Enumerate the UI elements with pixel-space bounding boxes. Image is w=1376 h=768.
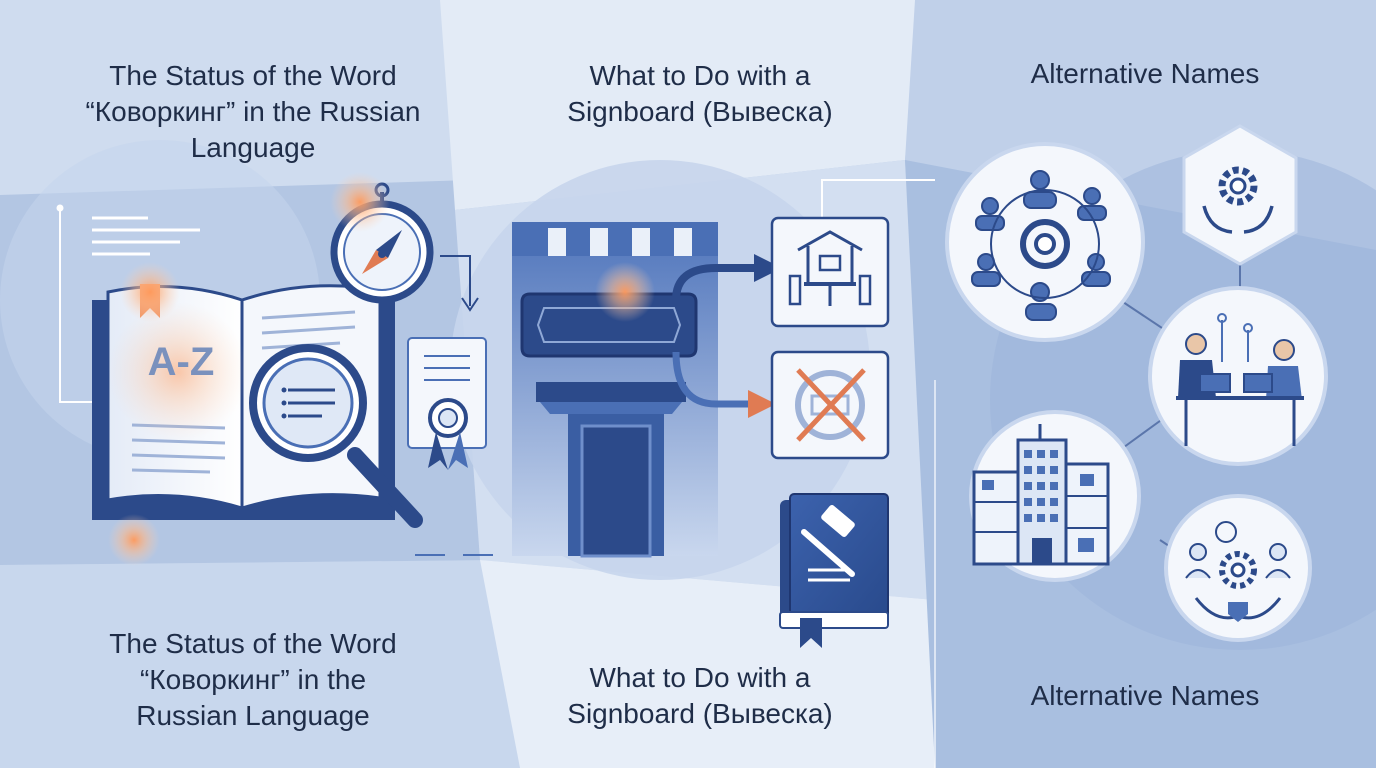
heading-status-top: The Status of the Word “Коворкинг” in th…	[85, 60, 421, 163]
heading-alternatives-bottom: Alternative Names	[1030, 680, 1260, 711]
people-gear-icon	[1164, 494, 1312, 642]
team-circle-icon	[945, 142, 1145, 342]
law-book-icon	[779, 493, 889, 648]
signboard-icon	[520, 292, 698, 358]
book-label: A-Z	[147, 340, 215, 384]
coworkers-laptop-icon	[1148, 286, 1328, 466]
certificate-icon	[407, 337, 487, 470]
flow-arrows	[672, 179, 935, 418]
cafe-icon	[770, 216, 890, 328]
office-building-icon	[969, 410, 1141, 582]
heading-signboard-top: What to Do with a Signboard (Вывеска)	[567, 60, 833, 127]
heading-signboard-bottom: What to Do with a Signboard (Вывеска)	[567, 662, 833, 729]
prohibited-sign-icon	[770, 350, 890, 460]
care-gear-icon	[1182, 124, 1298, 266]
heading-status-bottom: The Status of the Word “Коворкинг” in th…	[109, 628, 397, 731]
heading-alternatives-top: Alternative Names	[1030, 58, 1260, 89]
lines-note-icon	[92, 216, 200, 256]
glow-accents	[108, 172, 655, 566]
arrow-down-icon	[440, 255, 479, 312]
magnifier-icon	[249, 344, 423, 528]
